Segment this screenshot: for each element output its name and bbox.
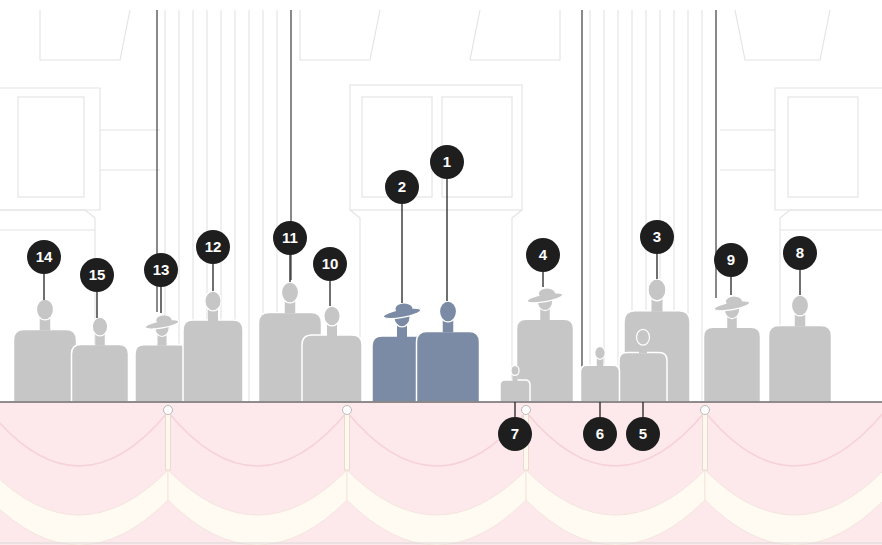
rail-post [343,406,352,415]
leader-line [446,179,447,301]
drape-tassel [166,412,171,470]
leader-line [730,277,731,295]
leader-lines [44,179,800,417]
leader-line [329,281,330,306]
column-flute [617,10,618,402]
column-flute [178,10,179,402]
callout-number: 5 [626,417,660,451]
leader-line [401,204,402,303]
column-flute [248,10,249,402]
person-silhouette [769,295,832,402]
callout-number: 4 [526,238,560,272]
person-silhouette [302,306,362,402]
leader-line [542,272,543,287]
drape-tassel [345,412,350,470]
leader-line [96,292,97,318]
leader-line [289,255,290,282]
callout-number: 13 [144,253,178,287]
callout-number: 2 [385,170,419,204]
column-flute [589,10,590,402]
column-flutes [165,10,702,402]
column-flute [603,10,604,402]
person-silhouette [704,296,761,402]
leader-line [212,264,213,291]
drape-swag [526,470,705,545]
leader-line [599,402,600,417]
person-silhouette [72,317,129,402]
column-flute [701,10,702,402]
callout-number: 7 [498,417,532,451]
balcony-rail [0,401,882,403]
callout-number: 10 [313,247,347,281]
leader-line [642,402,643,417]
person-silhouette [14,299,77,402]
person-silhouette [619,329,667,402]
swag-fold [526,412,705,466]
drape-swag [168,470,347,545]
callout-number: 15 [80,258,114,292]
leader-line [514,402,515,417]
drape-swag [705,470,882,545]
callout-number: 9 [714,243,748,277]
people-silhouettes [14,279,832,402]
swag-fold [705,412,882,466]
swag-fold [168,412,347,466]
person-silhouette [581,346,620,402]
palace-facade [0,10,882,402]
drape-swags [0,406,882,545]
swag-fold [0,412,168,466]
callout-number: 8 [783,236,817,270]
callout-number: 6 [583,417,617,451]
rail-post [164,406,173,415]
drape-tassel [703,412,708,470]
callout-number: 14 [27,240,61,274]
drape-swag [0,470,168,545]
ground-line [0,543,882,544]
rail-post [522,406,531,415]
rail-post [701,406,710,415]
person-silhouette [500,366,530,402]
leader-line [43,274,44,300]
leader-line [160,287,161,313]
callout-number: 3 [640,220,674,254]
callout-number: 1 [430,145,464,179]
callout-number: 11 [273,221,307,255]
person-silhouette [135,315,189,402]
callout-number: 12 [196,230,230,264]
leader-line [656,254,657,279]
drape-swag [347,470,526,545]
person-silhouette [183,291,243,402]
person-silhouette [417,301,480,402]
leader-line [799,270,800,295]
